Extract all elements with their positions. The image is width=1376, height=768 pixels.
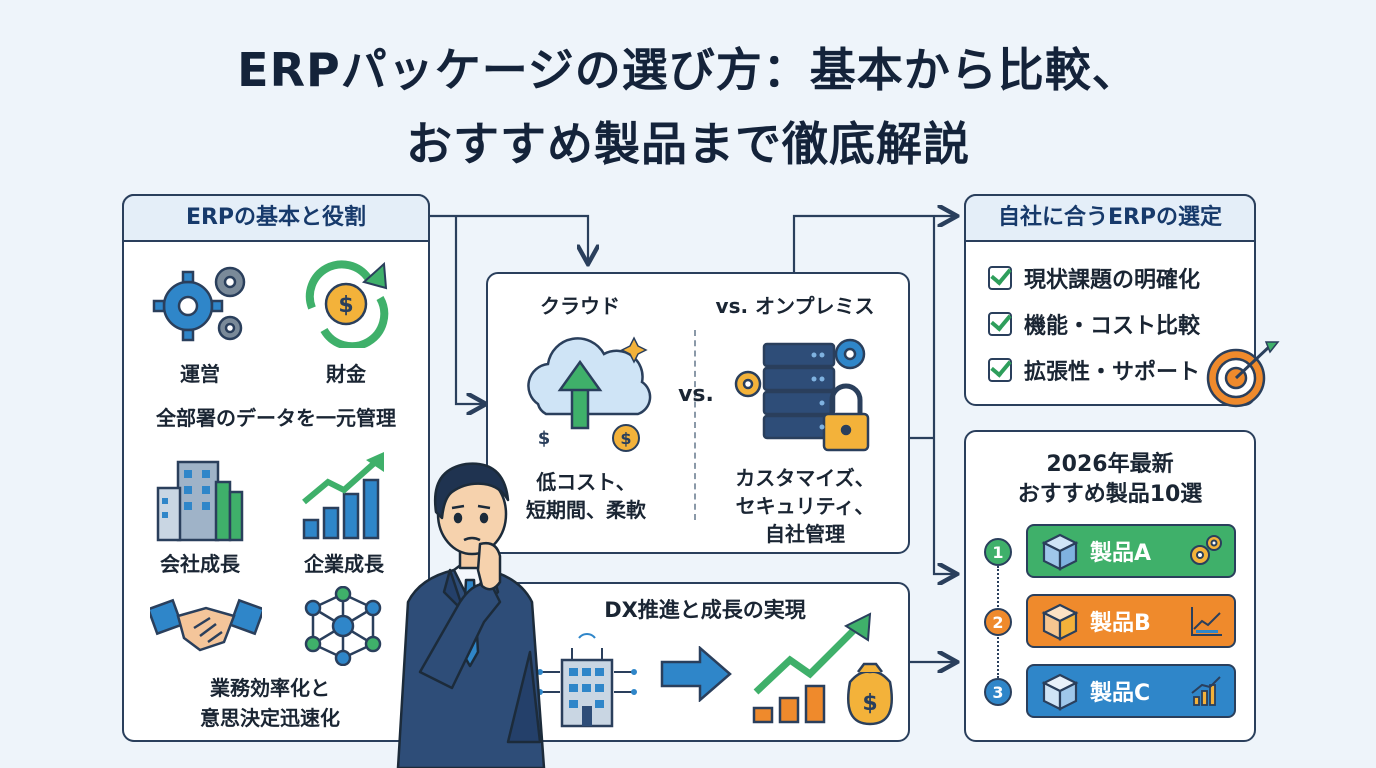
efficiency-label-2: 意思決定迅速化 [200,706,340,730]
check-item-label: 現状課題の明確化 [1024,268,1201,293]
handshake-icon [150,598,262,652]
bar-chart-icon [1191,676,1221,706]
cloud-desc-2: 短期間、柔軟 [526,498,646,522]
product-name: 製品C [1090,681,1151,706]
cloud-upload-icon: $ $ [527,336,652,452]
enterprise-growth-label: 企業成長 [304,552,384,576]
product-name: 製品A [1090,541,1152,566]
cloud-title: クラウド [540,294,620,318]
finance-label: 財金 [326,362,366,386]
erp-basics-header: ERPの基本と役割 [122,194,430,242]
onprem-desc-3: 自社管理 [765,522,845,546]
box-icon [1041,603,1079,641]
building-icon [156,460,244,542]
efficiency-label-1: 業務効率化と [210,676,330,700]
checkbox-icon [988,312,1012,336]
erp-selection-header: 自社に合うERPの選定 [964,194,1256,242]
products-title-1: 2026年最新 [1046,452,1174,477]
check-item-label: 拡張性・サポート [1024,360,1201,385]
product-card-a[interactable]: 製品A [1026,524,1236,578]
server-lock-icon [734,338,870,452]
dollar-sign-text: $ [862,691,877,716]
dollar-sign-text: $ [620,429,631,448]
vs-onprem-title: vs. オンプレミス [715,294,875,318]
box-icon [1041,533,1079,571]
line-chart-icon [1191,607,1222,636]
company-growth-label: 会社成長 [160,552,240,576]
check-item-label: 機能・コスト比較 [1024,314,1201,339]
dollar-sign-text: $ [538,428,551,449]
bar-growth-icon [302,452,384,540]
products-title-2: おすすめ製品10選 [1017,482,1203,507]
target-icon [1206,341,1280,408]
checkbox-icon [988,358,1012,382]
product-name: 製品B [1090,611,1151,636]
dollar-cycle-icon: $ [305,260,389,348]
cloud-desc-1: 低コスト、 [536,470,636,494]
growth-money-icon: $ [752,612,893,726]
onprem-desc-1: カスタマイズ、 [735,466,875,490]
check-item-1: 現状課題の明確化 [988,262,1200,294]
smart-building-icon [537,633,637,728]
compare-divider [694,330,696,520]
gears-icon [1190,535,1222,565]
page-title-line2: おすすめ製品まで徹底解説 [406,117,970,171]
product-number-1: 1 [984,538,1012,566]
businessman-illustration [396,462,546,768]
page-title-line1: ERPパッケージの選び方：基本から比較、 [237,43,1139,97]
product-number-3: 3 [984,678,1012,706]
product-number-2: 2 [984,608,1012,636]
box-icon [1041,673,1079,711]
arrow-right-icon [660,646,732,702]
dollar-sign-text: $ [338,293,353,318]
check-item-3: 拡張性・サポート [988,354,1200,386]
check-item-2: 機能・コスト比較 [988,308,1200,340]
onprem-desc-2: セキュリティ、 [735,494,875,518]
product-card-b[interactable]: 製品B [1026,594,1236,648]
product-card-c[interactable]: 製品C [1026,664,1236,718]
all-departments-label: 全部署のデータを一元管理 [156,406,396,430]
network-icon [304,586,382,666]
gears-icon [152,266,246,342]
dx-title: DX推進と成長の実現 [604,598,806,622]
checkbox-icon [988,266,1012,290]
ops-label: 運営 [180,362,220,386]
vs-center-label: vs. [678,382,714,407]
